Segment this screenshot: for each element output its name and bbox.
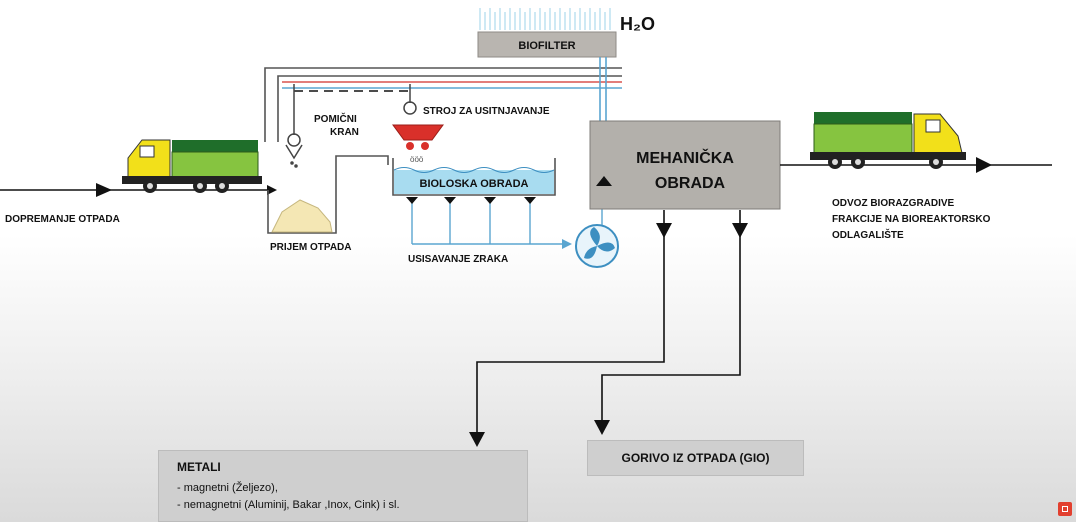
crusher-icon [392, 124, 444, 141]
biofilter-box [477, 31, 617, 58]
usisavanje-label: USISAVANJE ZRAKA [408, 254, 508, 265]
metali-box: METALI - magnetni (Željezo), - nemagnetn… [158, 450, 528, 522]
mech-inlet-arrow-icon [596, 176, 612, 186]
h2o-label: H₂O [620, 14, 655, 34]
pomicni-kran-label-1: POMIČNI [314, 112, 357, 125]
air-arrow-icon [562, 239, 572, 249]
nozzle-icons [406, 197, 536, 204]
gio-box: GORIVO IZ OTPADA (GIO) [587, 440, 804, 476]
crane-hook-icon [285, 84, 303, 168]
fullscreen-icon[interactable] [1058, 502, 1072, 516]
dopremanje-label: DOPREMANJE OTPADA [5, 214, 120, 225]
prijem-label: PRIJEM OTPADA [270, 242, 352, 253]
gio-label: GORIVO IZ OTPADA (GIO) [621, 451, 770, 465]
bioloska-label: BIOLOSKA OBRADA [420, 178, 529, 190]
biological-tank [392, 158, 556, 196]
odvoz-label-1: ODVOZ BIORAZGRADIVE [832, 198, 955, 209]
metals-down-arrow-1 [656, 223, 672, 238]
fuel-down-arrow-1 [732, 223, 748, 238]
pomicni-kran-label-2: KRAN [330, 127, 359, 138]
biofilter-label: BIOFILTER [518, 40, 575, 52]
fuel-down-arrow-2 [594, 420, 610, 435]
input-arrow-icon [96, 183, 112, 197]
shredder-hook-icon [403, 84, 417, 115]
crusher-particles: ööö [410, 155, 424, 164]
mehanicka-label-1: MEHANIČKA [636, 148, 734, 167]
metali-line-1: - magnetni (Željezo), [177, 482, 278, 494]
dispatch-truck-icon [810, 112, 966, 169]
odvoz-label-3: ODLAGALIŠTE [832, 228, 904, 241]
delivery-truck-icon [122, 139, 262, 193]
odvoz-label-2: FRAKCIJE NA BIOREAKTORSKO [832, 214, 991, 225]
receiving-bunker [267, 155, 389, 234]
metali-title: METALI [177, 460, 221, 474]
stroj-label: STROJ ZA USITNJAVANJE [423, 106, 550, 117]
air-ducts [264, 57, 622, 142]
metali-line-2: - nemagnetni (Aluminij, Bakar ,Inox, Cin… [177, 499, 400, 511]
air-collection-pipes [411, 200, 568, 245]
metals-output-line [476, 210, 665, 432]
mehanicka-label-2: OBRADA [655, 175, 726, 192]
vapor-lines [479, 8, 611, 30]
metals-down-arrow-2 [469, 432, 485, 447]
fuel-output-line [601, 210, 741, 420]
mehanicka-box [589, 120, 781, 210]
output-arrow-icon [976, 157, 992, 173]
